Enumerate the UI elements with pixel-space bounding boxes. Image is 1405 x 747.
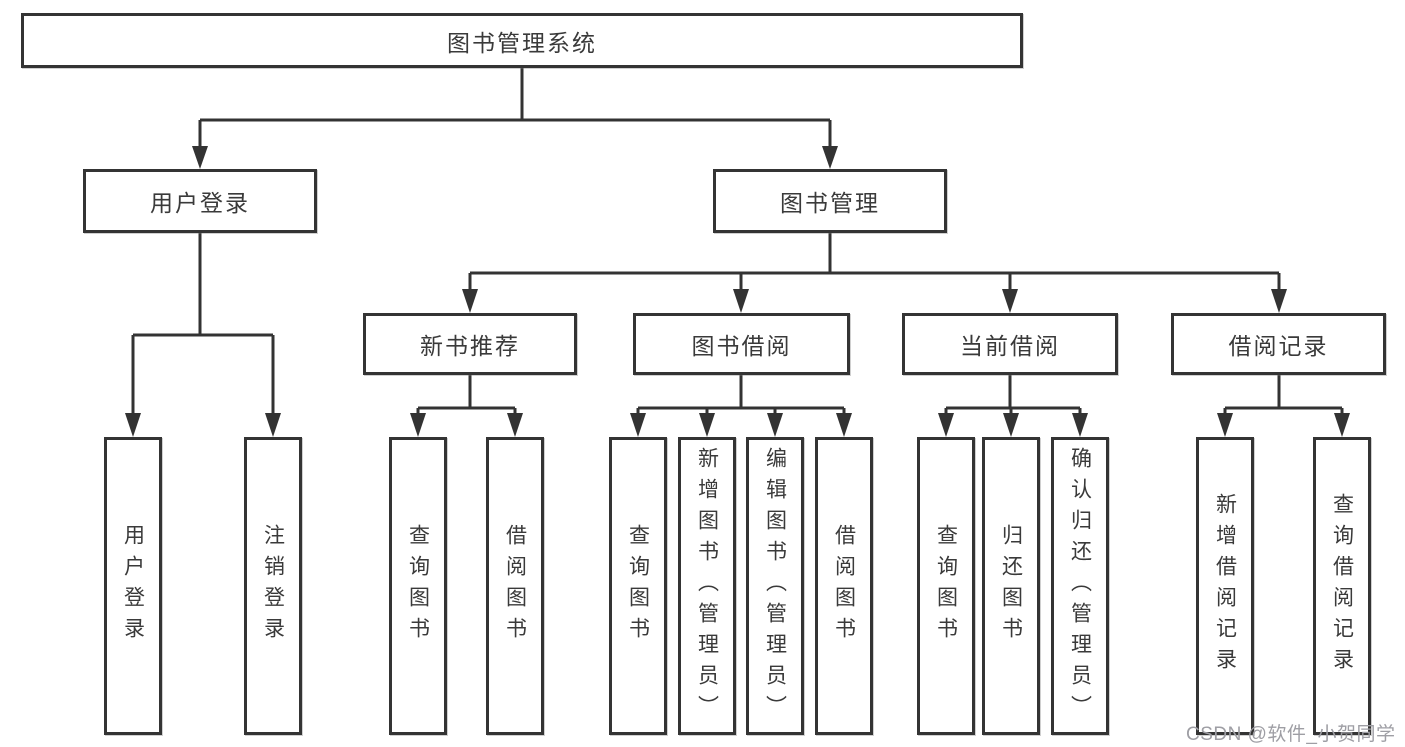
arrowhead (192, 146, 208, 169)
arrowhead (410, 413, 426, 437)
node-new-book-recommendation: 新书推荐 (363, 313, 577, 375)
arrowhead (733, 289, 749, 313)
leaf-logout: 注销登录 (244, 437, 302, 735)
leaf-add-borrow-record: 新增借阅记录 (1196, 437, 1254, 735)
connector-current-borrowing-to-leaves (944, 375, 1082, 414)
arrowhead (1002, 289, 1018, 313)
arrowhead (630, 413, 646, 437)
leaf-borrow-books-recommend: 借阅图书 (486, 437, 544, 735)
arrowhead (822, 146, 838, 169)
connector-user-login-to-leaves (131, 233, 275, 414)
connector-root-to-level2 (198, 68, 832, 147)
leaf-borrow-books: 借阅图书 (815, 437, 873, 735)
connector-book-borrowing-to-leaves (636, 375, 846, 414)
connector-new-book-to-leaves (416, 375, 517, 414)
leaf-return-books: 归还图书 (982, 437, 1040, 735)
arrowhead (1334, 413, 1350, 437)
arrowhead (265, 413, 281, 437)
arrowhead (1217, 413, 1233, 437)
leaf-query-books-current: 查询图书 (917, 437, 975, 735)
leaf-query-books-recommend: 查询图书 (389, 437, 447, 735)
node-book-borrowing: 图书借阅 (633, 313, 850, 375)
connector-book-management-to-level3 (468, 233, 1281, 290)
leaf-user-login: 用户登录 (104, 437, 162, 735)
arrowhead (125, 413, 141, 437)
arrowhead (1003, 413, 1019, 437)
arrowhead (767, 413, 783, 437)
arrowhead (938, 413, 954, 437)
arrowhead (507, 413, 523, 437)
arrowhead (462, 289, 478, 313)
node-book-management: 图书管理 (713, 169, 947, 233)
arrowhead (1072, 413, 1088, 437)
leaf-confirm-return-admin: 确认归还（管理员） (1051, 437, 1109, 735)
node-borrowing-records: 借阅记录 (1171, 313, 1386, 375)
node-user-login: 用户登录 (83, 169, 317, 233)
node-current-borrowing: 当前借阅 (902, 313, 1118, 375)
arrowhead (699, 413, 715, 437)
leaf-add-books-admin: 新增图书（管理员） (678, 437, 736, 735)
leaf-query-borrow-record: 查询借阅记录 (1313, 437, 1371, 735)
arrowhead (1271, 289, 1287, 313)
leaf-query-books-borrowing: 查询图书 (609, 437, 667, 735)
leaf-edit-books-admin: 编辑图书（管理员） (746, 437, 804, 735)
arrowhead (836, 413, 852, 437)
watermark: CSDN @软件_小贺同学 (1186, 724, 1396, 745)
connector-borrow-records-to-leaves (1223, 375, 1344, 414)
node-library-management-system: 图书管理系统 (21, 13, 1023, 68)
